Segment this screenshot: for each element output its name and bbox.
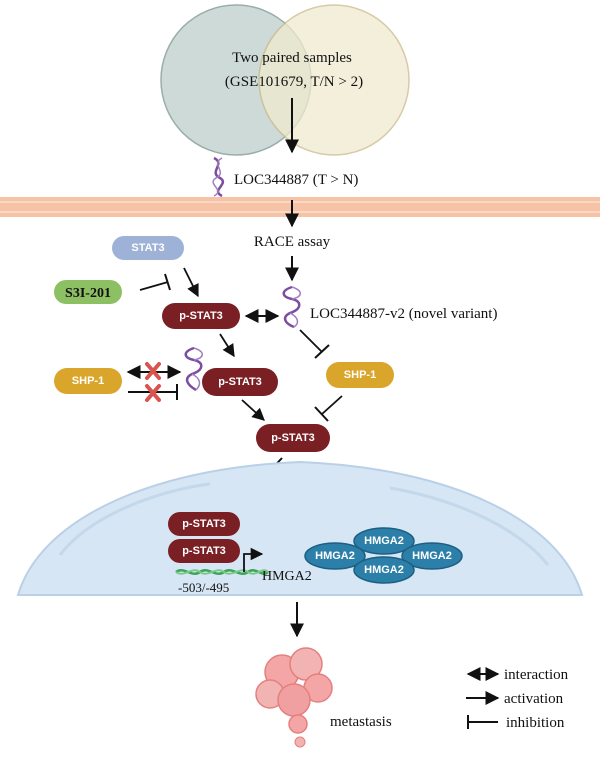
pstat3-node: p-STAT3 bbox=[202, 368, 278, 396]
pstat3-node: p-STAT3 bbox=[256, 424, 330, 452]
cell-membrane bbox=[0, 197, 600, 217]
variant-label: LOC344887-v2 (novel variant) bbox=[310, 306, 497, 322]
metastasis-cells-icon bbox=[255, 647, 333, 748]
s3i201-node: S3I-201 bbox=[54, 280, 122, 304]
inhibition-icon bbox=[467, 715, 498, 729]
svg-text:SHP-1: SHP-1 bbox=[72, 375, 104, 387]
svg-text:p-STAT3: p-STAT3 bbox=[179, 310, 223, 322]
pstat3-node: p-STAT3 bbox=[162, 303, 240, 329]
outcome-label: metastasis bbox=[330, 714, 392, 730]
legend-item-inhibition: inhibition bbox=[467, 715, 565, 731]
svg-text:p-STAT3: p-STAT3 bbox=[218, 376, 262, 388]
venn-label-line1: Two paired samples bbox=[232, 50, 352, 66]
svg-text:p-STAT3: p-STAT3 bbox=[182, 545, 226, 557]
venn-label-line2: (GSE101679, T/N > 2) bbox=[225, 74, 363, 90]
rna-icon bbox=[212, 156, 225, 198]
venn-diagram: Two paired samples (GSE101679, T/N > 2) bbox=[160, 4, 410, 156]
svg-text:HMGA2: HMGA2 bbox=[364, 535, 404, 547]
venn-circle-right bbox=[258, 4, 410, 156]
hmga2-node: HMGA2 bbox=[353, 527, 415, 555]
rna-icon bbox=[184, 346, 203, 392]
rna-icon bbox=[282, 285, 301, 329]
inhibition-variant-shp1 bbox=[299, 329, 330, 359]
hmga2-cluster: HMGA2 HMGA2 HMGA2 HMGA2 bbox=[304, 527, 463, 584]
arrow-pstat3-to-complex bbox=[219, 333, 235, 358]
svg-text:HMGA2: HMGA2 bbox=[364, 564, 404, 576]
block-x-icon bbox=[145, 362, 161, 380]
legend-item-activation: activation bbox=[466, 691, 564, 707]
svg-text:activation: activation bbox=[504, 691, 564, 707]
svg-text:interaction: interaction bbox=[504, 667, 569, 683]
svg-text:inhibition: inhibition bbox=[506, 715, 565, 731]
stat3-node: STAT3 bbox=[112, 236, 184, 260]
svg-text:p-STAT3: p-STAT3 bbox=[182, 518, 226, 530]
hmga2-node: HMGA2 bbox=[353, 556, 415, 584]
svg-text:HMGA2: HMGA2 bbox=[315, 550, 355, 562]
gene-label: HMGA2 bbox=[262, 569, 312, 584]
svg-text:STAT3: STAT3 bbox=[131, 242, 164, 254]
arrow-complex-to-pstat3 bbox=[241, 399, 265, 421]
hmga2-node: HMGA2 bbox=[304, 542, 366, 570]
svg-text:SHP-1: SHP-1 bbox=[344, 369, 376, 381]
shp1-node: SHP-1 bbox=[54, 368, 122, 394]
inhibition-s3i201 bbox=[139, 273, 171, 291]
svg-text:S3I-201: S3I-201 bbox=[65, 286, 111, 301]
race-label: RACE assay bbox=[254, 234, 331, 250]
promoter-label: -503/-495 bbox=[178, 580, 229, 595]
dna-icon bbox=[175, 569, 269, 575]
pstat3-node: p-STAT3 bbox=[168, 539, 240, 563]
loc-label: LOC344887 (T > N) bbox=[234, 172, 358, 188]
transcription-start-arrow bbox=[243, 547, 264, 572]
legend: interaction activation inhibition bbox=[466, 667, 569, 731]
block-x-icon bbox=[145, 384, 161, 402]
inhibition-shp1-pstat3 bbox=[314, 395, 343, 422]
legend-item-interaction: interaction bbox=[466, 667, 569, 683]
hmga2-node: HMGA2 bbox=[401, 542, 463, 570]
svg-text:p-STAT3: p-STAT3 bbox=[271, 432, 315, 444]
pstat3-node: p-STAT3 bbox=[168, 512, 240, 536]
shp1-node: SHP-1 bbox=[326, 362, 394, 388]
svg-text:HMGA2: HMGA2 bbox=[412, 550, 452, 562]
arrow-stat3-to-pstat3 bbox=[183, 267, 199, 298]
